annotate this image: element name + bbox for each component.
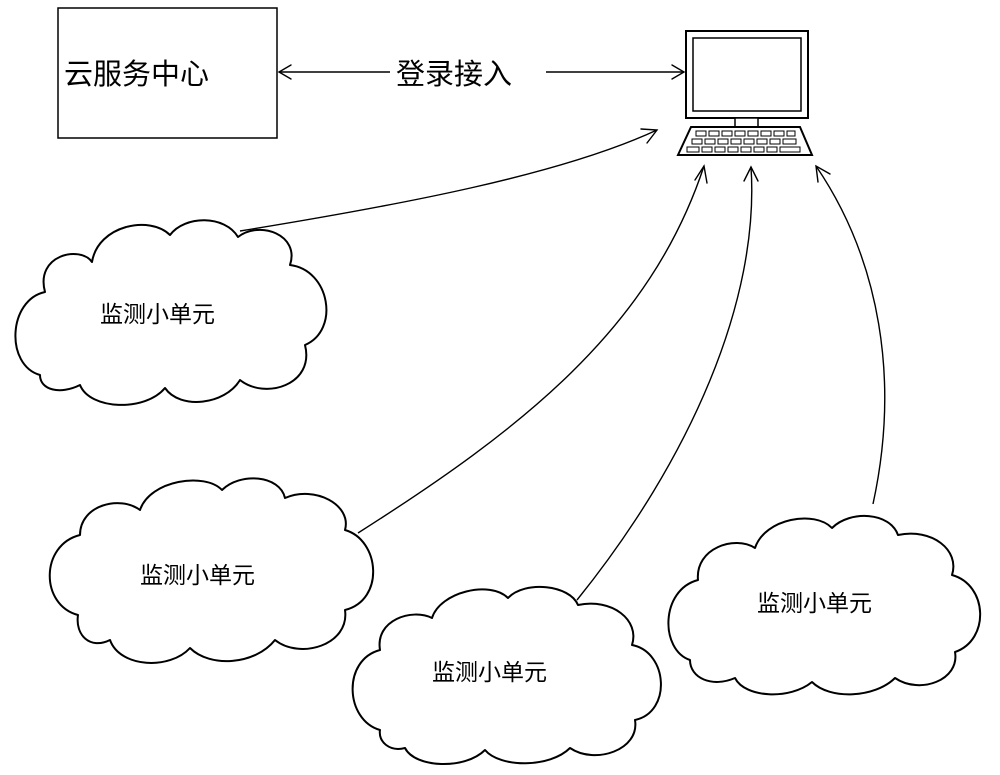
cloud-service-center-label: 云服务中心 [64, 57, 209, 91]
monitoring-unit-2-label: 监测小单元 [140, 563, 255, 589]
cloud-service-center: 云服务中心 [57, 7, 278, 139]
connector-unit-2 [357, 164, 708, 534]
unit-connectors [239, 128, 886, 601]
login-access-label: 登录接入 [396, 57, 512, 91]
monitoring-unit-4: 监测小单元 [667, 515, 982, 696]
computer-terminal-icon [676, 30, 814, 156]
monitoring-unit-2: 监测小单元 [48, 477, 375, 664]
login-access-connector: 登录接入 [277, 57, 686, 91]
monitoring-unit-1-label: 监测小单元 [100, 302, 215, 328]
monitoring-unit-3-label: 监测小单元 [432, 660, 547, 686]
monitoring-unit-3: 监测小单元 [351, 585, 662, 766]
connector-unit-3 [576, 165, 759, 601]
monitoring-unit-4-label: 监测小单元 [757, 591, 872, 617]
connector-unit-4 [815, 164, 886, 505]
monitoring-unit-1: 监测小单元 [14, 219, 328, 406]
connector-unit-1 [239, 128, 659, 232]
